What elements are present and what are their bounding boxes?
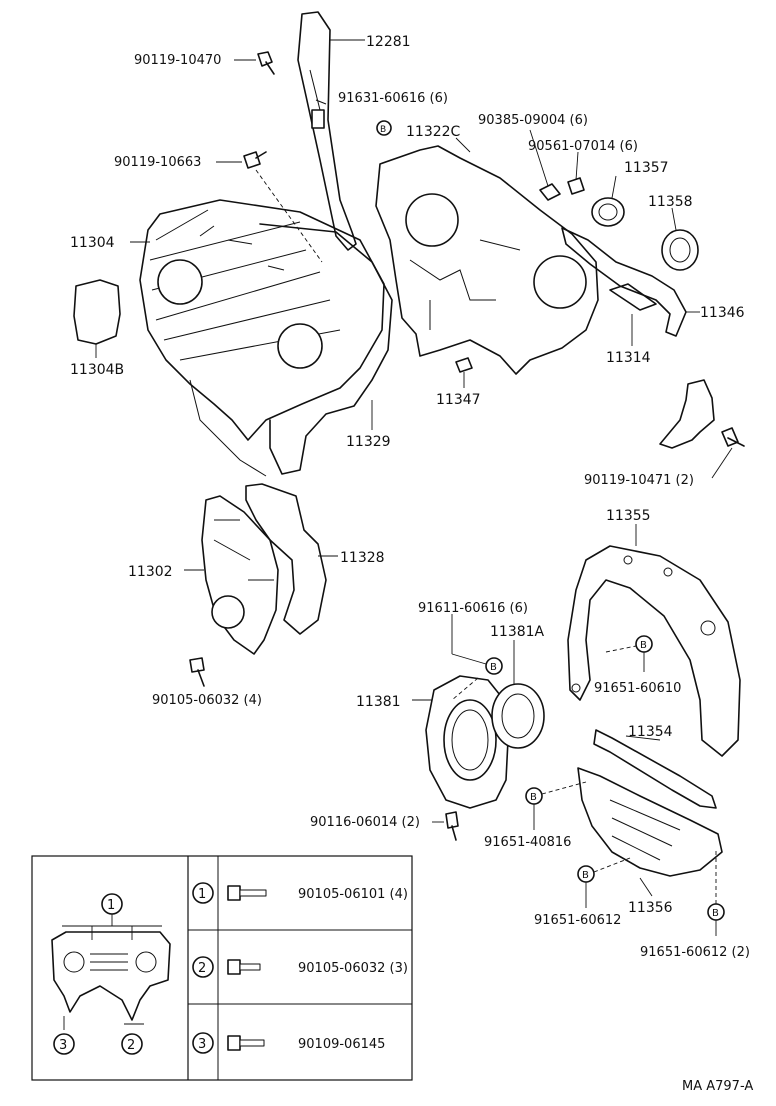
svg-text:3: 3	[59, 1038, 67, 1053]
label-90561-07014: 90561-07014 (6)	[528, 139, 638, 154]
bolt-90105-06032-icon	[189, 657, 205, 687]
part-11328-gasket	[245, 483, 327, 635]
svg-text:1: 1	[107, 898, 115, 913]
label-90119-10471: 90119-10471 (2)	[584, 473, 694, 488]
bolt-legend-table: 1 3 2 1 90105-06101 (4) 2	[31, 855, 413, 1081]
label-91651-60610: 91651-60610	[594, 681, 681, 696]
part-11304-upper-cover	[139, 199, 385, 441]
label-91651-60612-2: 91651-60612 (2)	[640, 945, 750, 960]
label-12281: 12281	[366, 34, 411, 50]
part-11381-seal-retainer	[425, 675, 509, 809]
part-11302-lower-cover	[201, 495, 279, 655]
label-11346: 11346	[700, 305, 745, 321]
label-11322C: 11322C	[406, 124, 461, 140]
label-90385-09004: 90385-09004 (6)	[478, 113, 588, 128]
svg-text:2: 2	[198, 961, 206, 976]
part-11322C-rear-plate	[375, 145, 599, 375]
label-91631-60616: 91631-60616 (6)	[338, 91, 448, 106]
callout-b-91651-60612-2: B	[707, 903, 725, 921]
label-11381: 11381	[356, 694, 401, 710]
label-91611-60616: 91611-60616 (6)	[418, 601, 528, 616]
label-11329: 11329	[346, 434, 391, 450]
label-11304: 11304	[70, 235, 115, 251]
legend-part-3: 90109-06145	[298, 1037, 385, 1052]
legend-callout-1: 1	[101, 893, 123, 915]
nut-90385-icon	[539, 183, 561, 201]
label-11354: 11354	[628, 724, 673, 740]
bolt-90116-06014-icon	[445, 811, 459, 841]
svg-text:B: B	[712, 908, 719, 919]
part-11356-cover-plate	[577, 767, 723, 877]
legend-row-2: 2 90105-06032 (3)	[192, 956, 408, 978]
label-91651-40816: 91651-40816	[484, 835, 571, 850]
label-11355: 11355	[606, 508, 651, 524]
callout-b-91651-60612: B	[577, 865, 595, 883]
legend-part-1: 90105-06101 (4)	[298, 887, 408, 902]
part-90119-10471-bracket	[659, 379, 745, 449]
label-11357: 11357	[624, 160, 669, 176]
legend-row-1: 1 90105-06101 (4)	[192, 882, 408, 904]
label-11381A: 11381A	[490, 624, 545, 640]
svg-text:1: 1	[198, 887, 206, 902]
callout-b-91651-40816: B	[525, 787, 543, 805]
part-11347-block	[455, 357, 473, 373]
part-11354-gasket	[593, 729, 717, 809]
part-11346-gasket	[561, 227, 687, 337]
drawing-code: MA A797-A	[682, 1079, 753, 1094]
label-11304B: 11304B	[70, 362, 124, 378]
callout-b-91611: B	[485, 657, 503, 675]
legend-part-2: 90105-06032 (3)	[298, 961, 408, 976]
label-90116-06014: 90116-06014 (2)	[310, 815, 420, 830]
svg-text:B: B	[380, 125, 386, 135]
label-11328: 11328	[340, 550, 385, 566]
bolt-flange-icon	[227, 1035, 265, 1051]
label-11358: 11358	[648, 194, 693, 210]
washer-90561-icon	[567, 177, 585, 195]
svg-text:2: 2	[127, 1038, 135, 1053]
bolt-long-icon	[227, 885, 267, 901]
part-11355-gasket	[567, 545, 741, 757]
part-11314-guide	[609, 283, 657, 311]
part-12281-bracket	[297, 11, 357, 251]
svg-text:3: 3	[198, 1037, 206, 1052]
label-91651-60612: 91651-60612	[534, 913, 621, 928]
bolt-90119-10663-icon	[243, 151, 267, 169]
label-90119-10663: 90119-10663	[114, 155, 201, 170]
callout-b-91631: B	[376, 120, 392, 136]
label-11347: 11347	[436, 392, 481, 408]
callout-b-91651-60610: B	[635, 635, 653, 653]
part-11329-gasket	[189, 223, 393, 477]
label-11356: 11356	[628, 900, 673, 916]
label-90119-10470: 90119-10470	[134, 53, 221, 68]
svg-text:B: B	[640, 640, 647, 651]
legend-callout-2: 2	[121, 1033, 143, 1055]
part-11304B-plug	[73, 279, 121, 345]
bolt-90119-10470-icon	[257, 51, 275, 75]
legend-row-3: 3 90109-06145	[192, 1032, 385, 1054]
label-90105-06032-4: 90105-06032 (4)	[152, 693, 262, 708]
label-11314: 11314	[606, 350, 651, 366]
legend-engine-sketch	[51, 914, 171, 1030]
svg-text:B: B	[582, 870, 589, 881]
part-11358-seal	[661, 229, 699, 271]
part-11381A-oil-seal	[491, 683, 545, 749]
legend-callout-3: 3	[53, 1033, 75, 1055]
svg-text:B: B	[490, 662, 497, 673]
bolt-medium-icon	[227, 959, 261, 975]
label-11302: 11302	[128, 564, 173, 580]
svg-text:B: B	[530, 792, 537, 803]
part-11357-seal	[591, 197, 625, 227]
